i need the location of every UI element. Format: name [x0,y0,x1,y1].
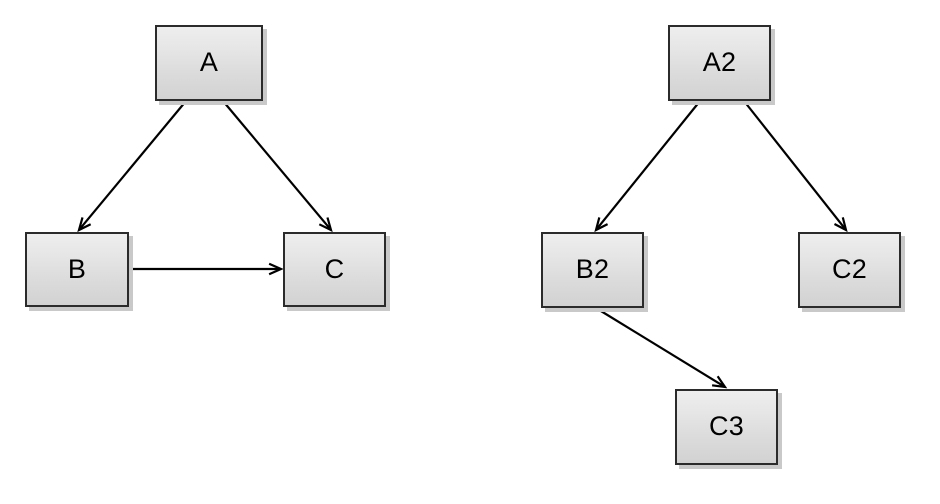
node-label: C3 [709,411,744,441]
node-label: A [199,47,219,77]
edge-a2-b2 [594,100,701,233]
edge-line [79,100,187,230]
edge-b2-c3 [595,307,728,389]
arrowhead-icon [833,217,848,233]
node-b2[interactable]: B2 [541,232,644,308]
node-label: C2 [832,254,867,284]
arrowhead-icon [594,217,609,233]
edge-a-b [77,100,187,233]
node-c[interactable]: C [283,232,386,307]
node-b[interactable]: B [25,232,129,307]
arrowhead-icon [318,217,333,233]
node-a2[interactable]: A2 [668,25,771,101]
edge-b-c [130,262,284,276]
edge-line [595,307,725,388]
node-label: B2 [575,254,610,284]
arrowhead-icon [268,262,284,276]
node-label: A2 [702,47,737,77]
edge-a-c [222,100,333,233]
arrowhead-icon [77,217,92,233]
edge-line [743,100,846,230]
node-label: B [67,253,87,284]
edge-line [596,100,701,230]
node-a[interactable]: A [155,25,263,101]
edge-line [222,100,331,230]
node-c3[interactable]: C3 [675,389,778,465]
edge-a2-c2 [743,100,848,233]
node-label: C [324,253,345,284]
node-c2[interactable]: C2 [798,232,901,308]
arrowhead-icon [711,375,728,389]
